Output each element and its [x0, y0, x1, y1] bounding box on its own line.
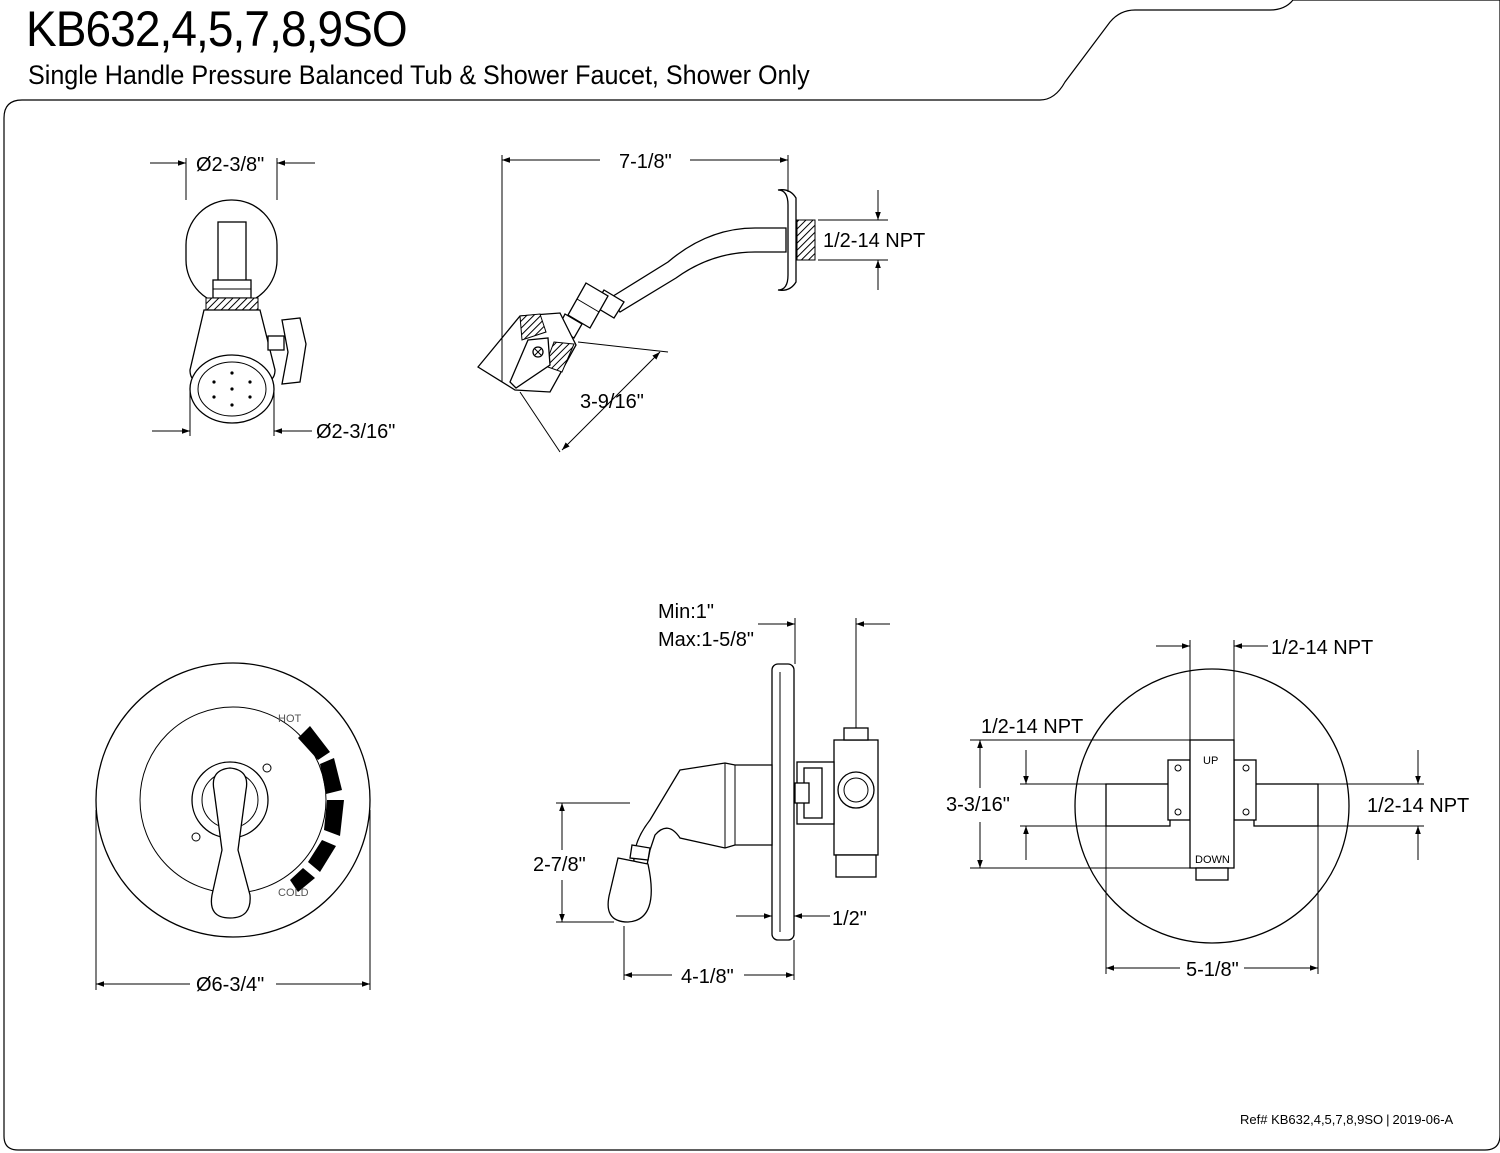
- wall-min-label: Min:1": [658, 601, 714, 623]
- valve-height-label: 3-3/16": [946, 794, 1010, 816]
- dimension-lines-plate: [95, 810, 371, 990]
- dimension-lines-arm: [501, 155, 888, 453]
- arm-reach-label: 7-1/8": [619, 151, 672, 173]
- valve-left-thread-label: 1/2-14 NPT: [981, 716, 1083, 738]
- valve-side-view: [607, 663, 879, 941]
- valve-down-label: DOWN: [1195, 854, 1230, 866]
- valve-width-label: 5-1/8": [1186, 959, 1239, 981]
- showerhead-face-diameter-label: Ø2-3/16": [316, 421, 395, 443]
- handle-projection-label: 4-1/8": [681, 966, 734, 988]
- plate-thickness-label: 1/2": [832, 908, 867, 930]
- shower-arm-side-view: [477, 189, 816, 393]
- sheet-border: [3, 0, 1500, 1151]
- wall-max-label: Max:1-5/8": [658, 629, 754, 651]
- plate-cold-label: COLD: [278, 887, 309, 899]
- arm-thread-label: 1/2-14 NPT: [823, 230, 925, 252]
- valve-front-view: UP DOWN: [1074, 668, 1350, 944]
- head-length-label: 3-9/16": [580, 391, 644, 413]
- trim-plate-front-view: HOT COLD: [95, 662, 371, 938]
- valve-right-thread-label: 1/2-14 NPT: [1367, 795, 1469, 817]
- dimension-lines-valve-front: [970, 640, 1424, 974]
- showerhead-front-view: [185, 199, 307, 424]
- dimension-lines-valve-side: [556, 618, 890, 980]
- page-subtitle: Single Handle Pressure Balanced Tub & Sh…: [28, 60, 810, 90]
- page-title: KB632,4,5,7,8,9SO: [26, 1, 408, 57]
- dimension-lines-front: [150, 158, 315, 436]
- plate-hot-label: HOT: [278, 713, 302, 725]
- handle-height-label: 2-7/8": [533, 854, 586, 876]
- reference-footer: Ref# KB632,4,5,7,8,9SO|2019-06-A: [1240, 1112, 1454, 1127]
- valve-top-thread-label: 1/2-14 NPT: [1271, 637, 1373, 659]
- revision-code: 2019-06-A: [1392, 1112, 1454, 1127]
- reference-number: Ref# KB632,4,5,7,8,9SO: [1240, 1112, 1384, 1127]
- valve-up-label: UP: [1203, 755, 1218, 767]
- plate-diameter-label: Ø6-3/4": [196, 974, 264, 996]
- showerhead-flange-diameter-label: Ø2-3/8": [196, 154, 264, 176]
